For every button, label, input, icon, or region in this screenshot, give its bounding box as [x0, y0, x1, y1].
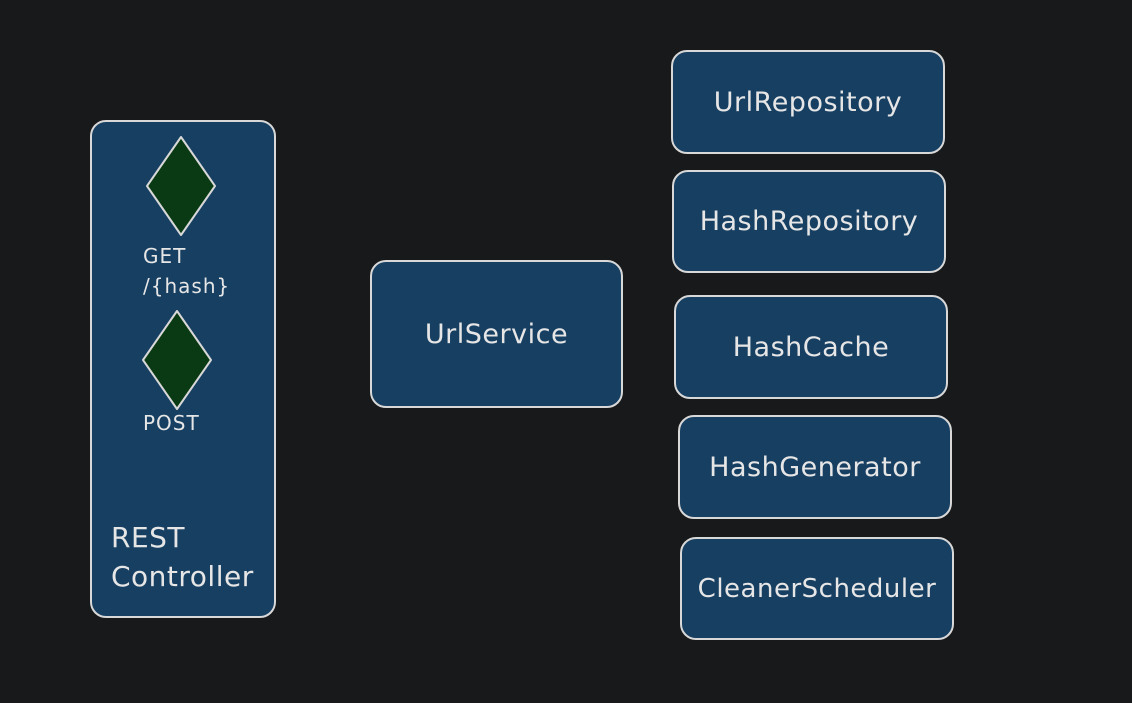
url-repository-label: UrlRepository — [713, 86, 903, 118]
url-service-label: UrlService — [424, 318, 569, 350]
post-endpoint-diamond — [142, 310, 212, 410]
hash-cache-box: HashCache — [674, 295, 948, 399]
hash-repository-label: HashRepository — [699, 206, 919, 237]
rest-controller-label-line2: Controller — [111, 560, 254, 593]
get-method-text: GET — [143, 244, 187, 268]
hash-repository-box: HashRepository — [672, 170, 946, 273]
get-endpoint-label: GET /{hash} — [143, 241, 230, 301]
rest-controller-label: REST Controller — [111, 518, 254, 596]
hash-generator-label: HashGenerator — [709, 451, 921, 483]
url-service-box: UrlService — [370, 260, 623, 408]
get-endpoint-diamond — [146, 136, 216, 236]
rest-controller-label-line1: REST — [111, 521, 186, 554]
get-path-text: /{hash} — [143, 274, 231, 298]
post-endpoint-label: POST — [143, 408, 200, 438]
hash-cache-label: HashCache — [732, 331, 890, 363]
post-method-text: POST — [143, 411, 200, 435]
cleaner-scheduler-box: CleanerScheduler — [680, 537, 954, 640]
cleaner-scheduler-label: CleanerScheduler — [697, 573, 937, 604]
url-repository-box: UrlRepository — [671, 50, 945, 154]
hash-generator-box: HashGenerator — [678, 415, 952, 519]
